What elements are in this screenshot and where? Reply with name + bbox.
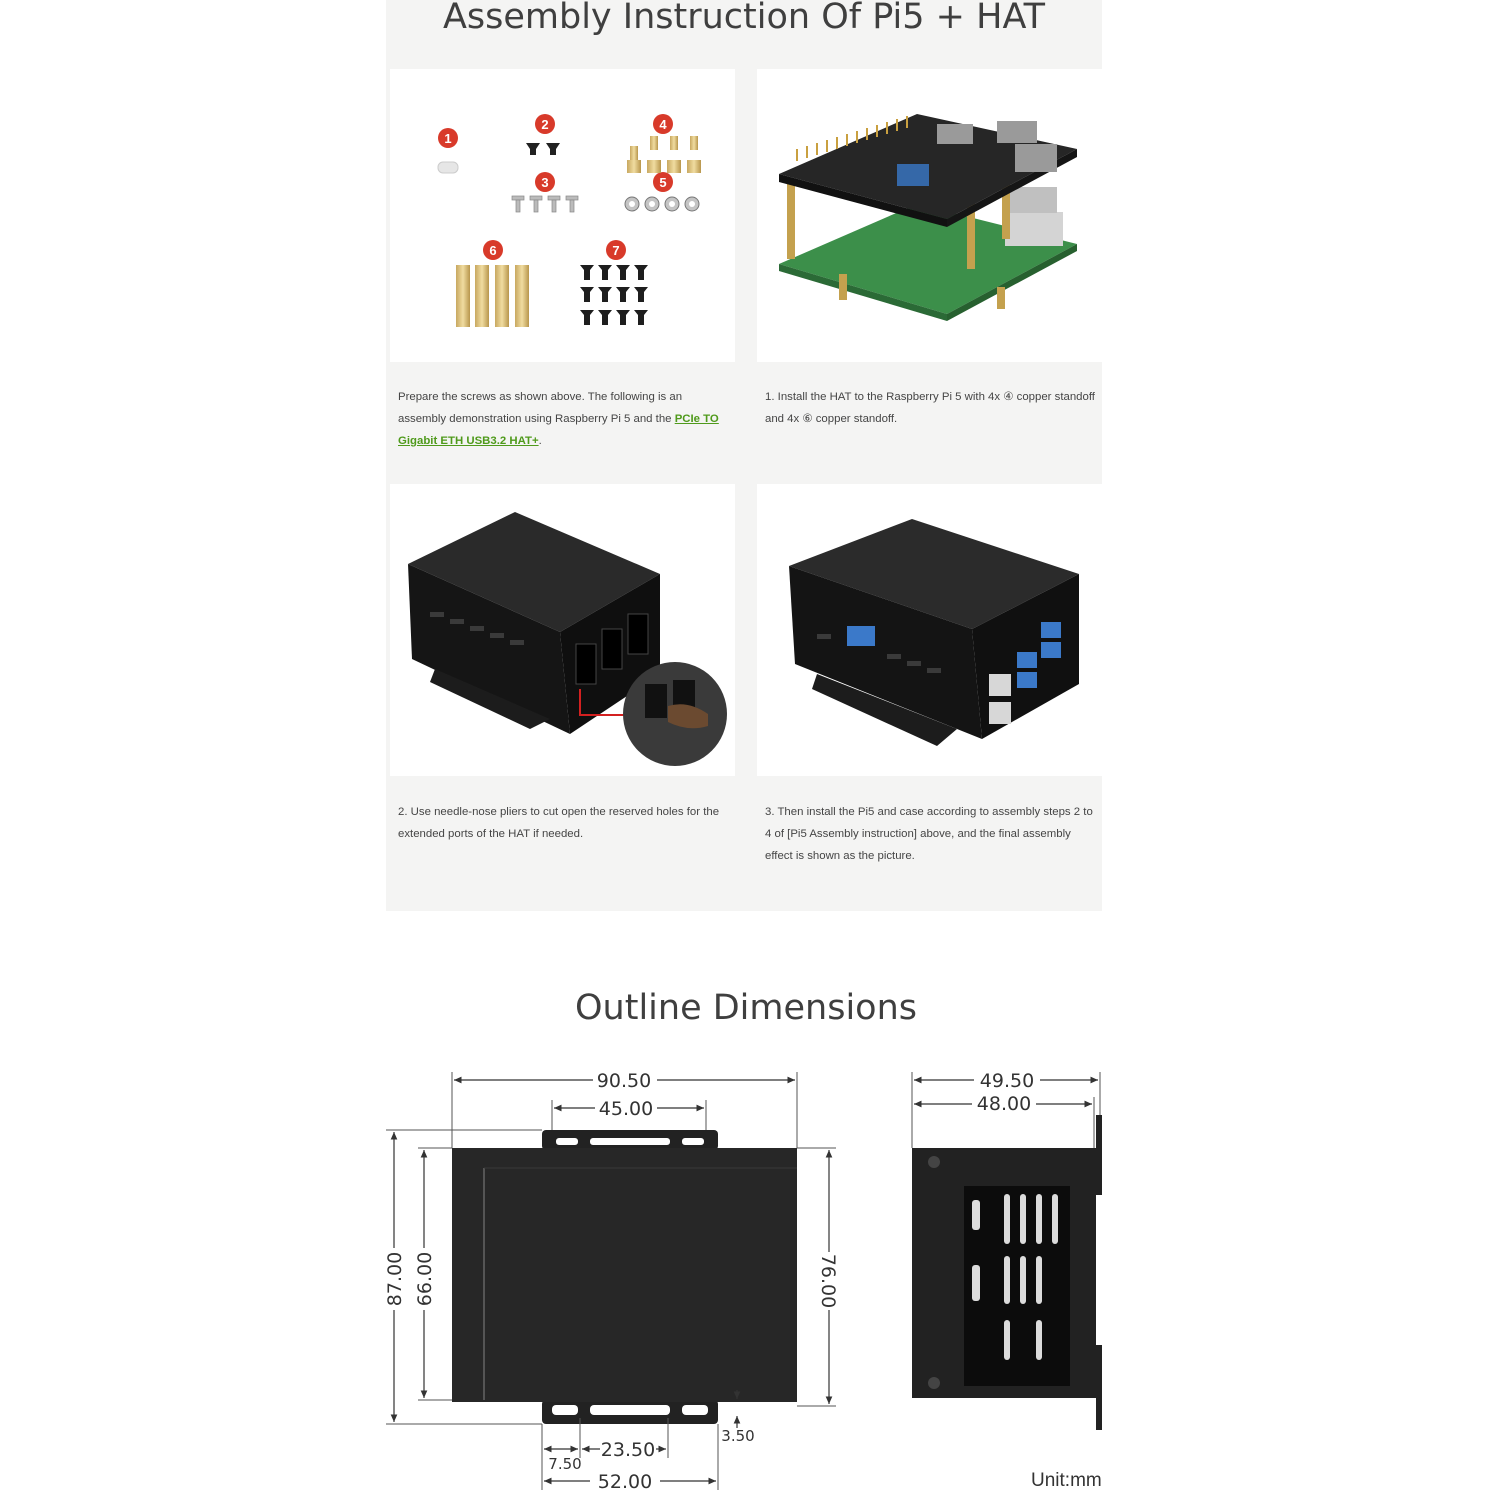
dim-bracket-hole-spacing: 45.00 bbox=[599, 1098, 653, 1120]
final-assembly-image bbox=[757, 484, 1102, 776]
marker-label: 1 bbox=[444, 131, 451, 146]
svg-text:4: 4 bbox=[659, 117, 667, 132]
hat-install-image bbox=[757, 69, 1102, 362]
dim-height-inner: 66.00 bbox=[414, 1252, 436, 1306]
svg-text:3: 3 bbox=[541, 175, 548, 190]
dim-depth-total: 49.50 bbox=[980, 1070, 1034, 1092]
prepare-caption-text: Prepare the screws as shown above. The f… bbox=[398, 391, 683, 425]
screws-parts-illustration: 1 2 3 4 5 6 7 bbox=[437, 114, 701, 327]
part-marker-1: 1 bbox=[438, 128, 458, 148]
part-marker-7: 7 bbox=[606, 240, 626, 260]
prepare-caption-end: . bbox=[538, 435, 542, 447]
side-view bbox=[912, 1115, 1102, 1430]
assembly-section: Assembly Instruction Of Pi5 + HAT 1 2 3 … bbox=[386, 0, 1102, 911]
dim-width-total: 90.50 bbox=[597, 1070, 651, 1092]
parts-image: 1 2 3 4 5 6 7 bbox=[390, 69, 735, 362]
part-marker-5: 5 bbox=[653, 172, 673, 192]
dim-depth-body: 48.00 bbox=[977, 1093, 1031, 1115]
prepare-caption: Prepare the screws as shown above. The f… bbox=[398, 386, 728, 452]
svg-text:5: 5 bbox=[659, 175, 666, 190]
final-case-illustration bbox=[789, 519, 1079, 746]
part-marker-6: 6 bbox=[483, 240, 503, 260]
unit-label: Unit:mm bbox=[1031, 1470, 1102, 1491]
dim-slot-spacing: 23.50 bbox=[601, 1439, 655, 1461]
pcie-hat-link[interactable]: PCIe TO Gigabit ETH USB3.2 HAT+ bbox=[398, 413, 719, 447]
step1-caption: 1. Install the HAT to the Raspberry Pi 5… bbox=[765, 391, 1095, 425]
svg-text:7: 7 bbox=[612, 243, 619, 258]
step3-caption: 3. Then install the Pi5 and case accordi… bbox=[765, 806, 1093, 862]
svg-text:2: 2 bbox=[541, 117, 548, 132]
dim-bracket-width: 52.00 bbox=[598, 1471, 652, 1490]
pi5-hat-stack-illustration bbox=[779, 114, 1077, 321]
dim-height-total: 87.00 bbox=[384, 1252, 406, 1306]
outline-title: Outline Dimensions bbox=[574, 988, 918, 1028]
dim-bracket-offset: 3.50 bbox=[721, 1427, 754, 1445]
dim-height-body: 76.00 bbox=[817, 1254, 839, 1308]
cut-holes-image bbox=[390, 484, 735, 776]
step2-caption: 2. Use needle-nose pliers to cut open th… bbox=[398, 806, 720, 840]
part-marker-2: 2 bbox=[535, 114, 555, 134]
dim-slot-offset: 7.50 bbox=[548, 1455, 581, 1473]
part-marker-4: 4 bbox=[653, 114, 673, 134]
svg-text:6: 6 bbox=[489, 243, 496, 258]
front-view bbox=[452, 1130, 797, 1424]
assembly-title: Assembly Instruction Of Pi5 + HAT bbox=[442, 0, 1046, 37]
case-cut-open-illustration bbox=[408, 512, 727, 766]
part-marker-3: 3 bbox=[535, 172, 555, 192]
